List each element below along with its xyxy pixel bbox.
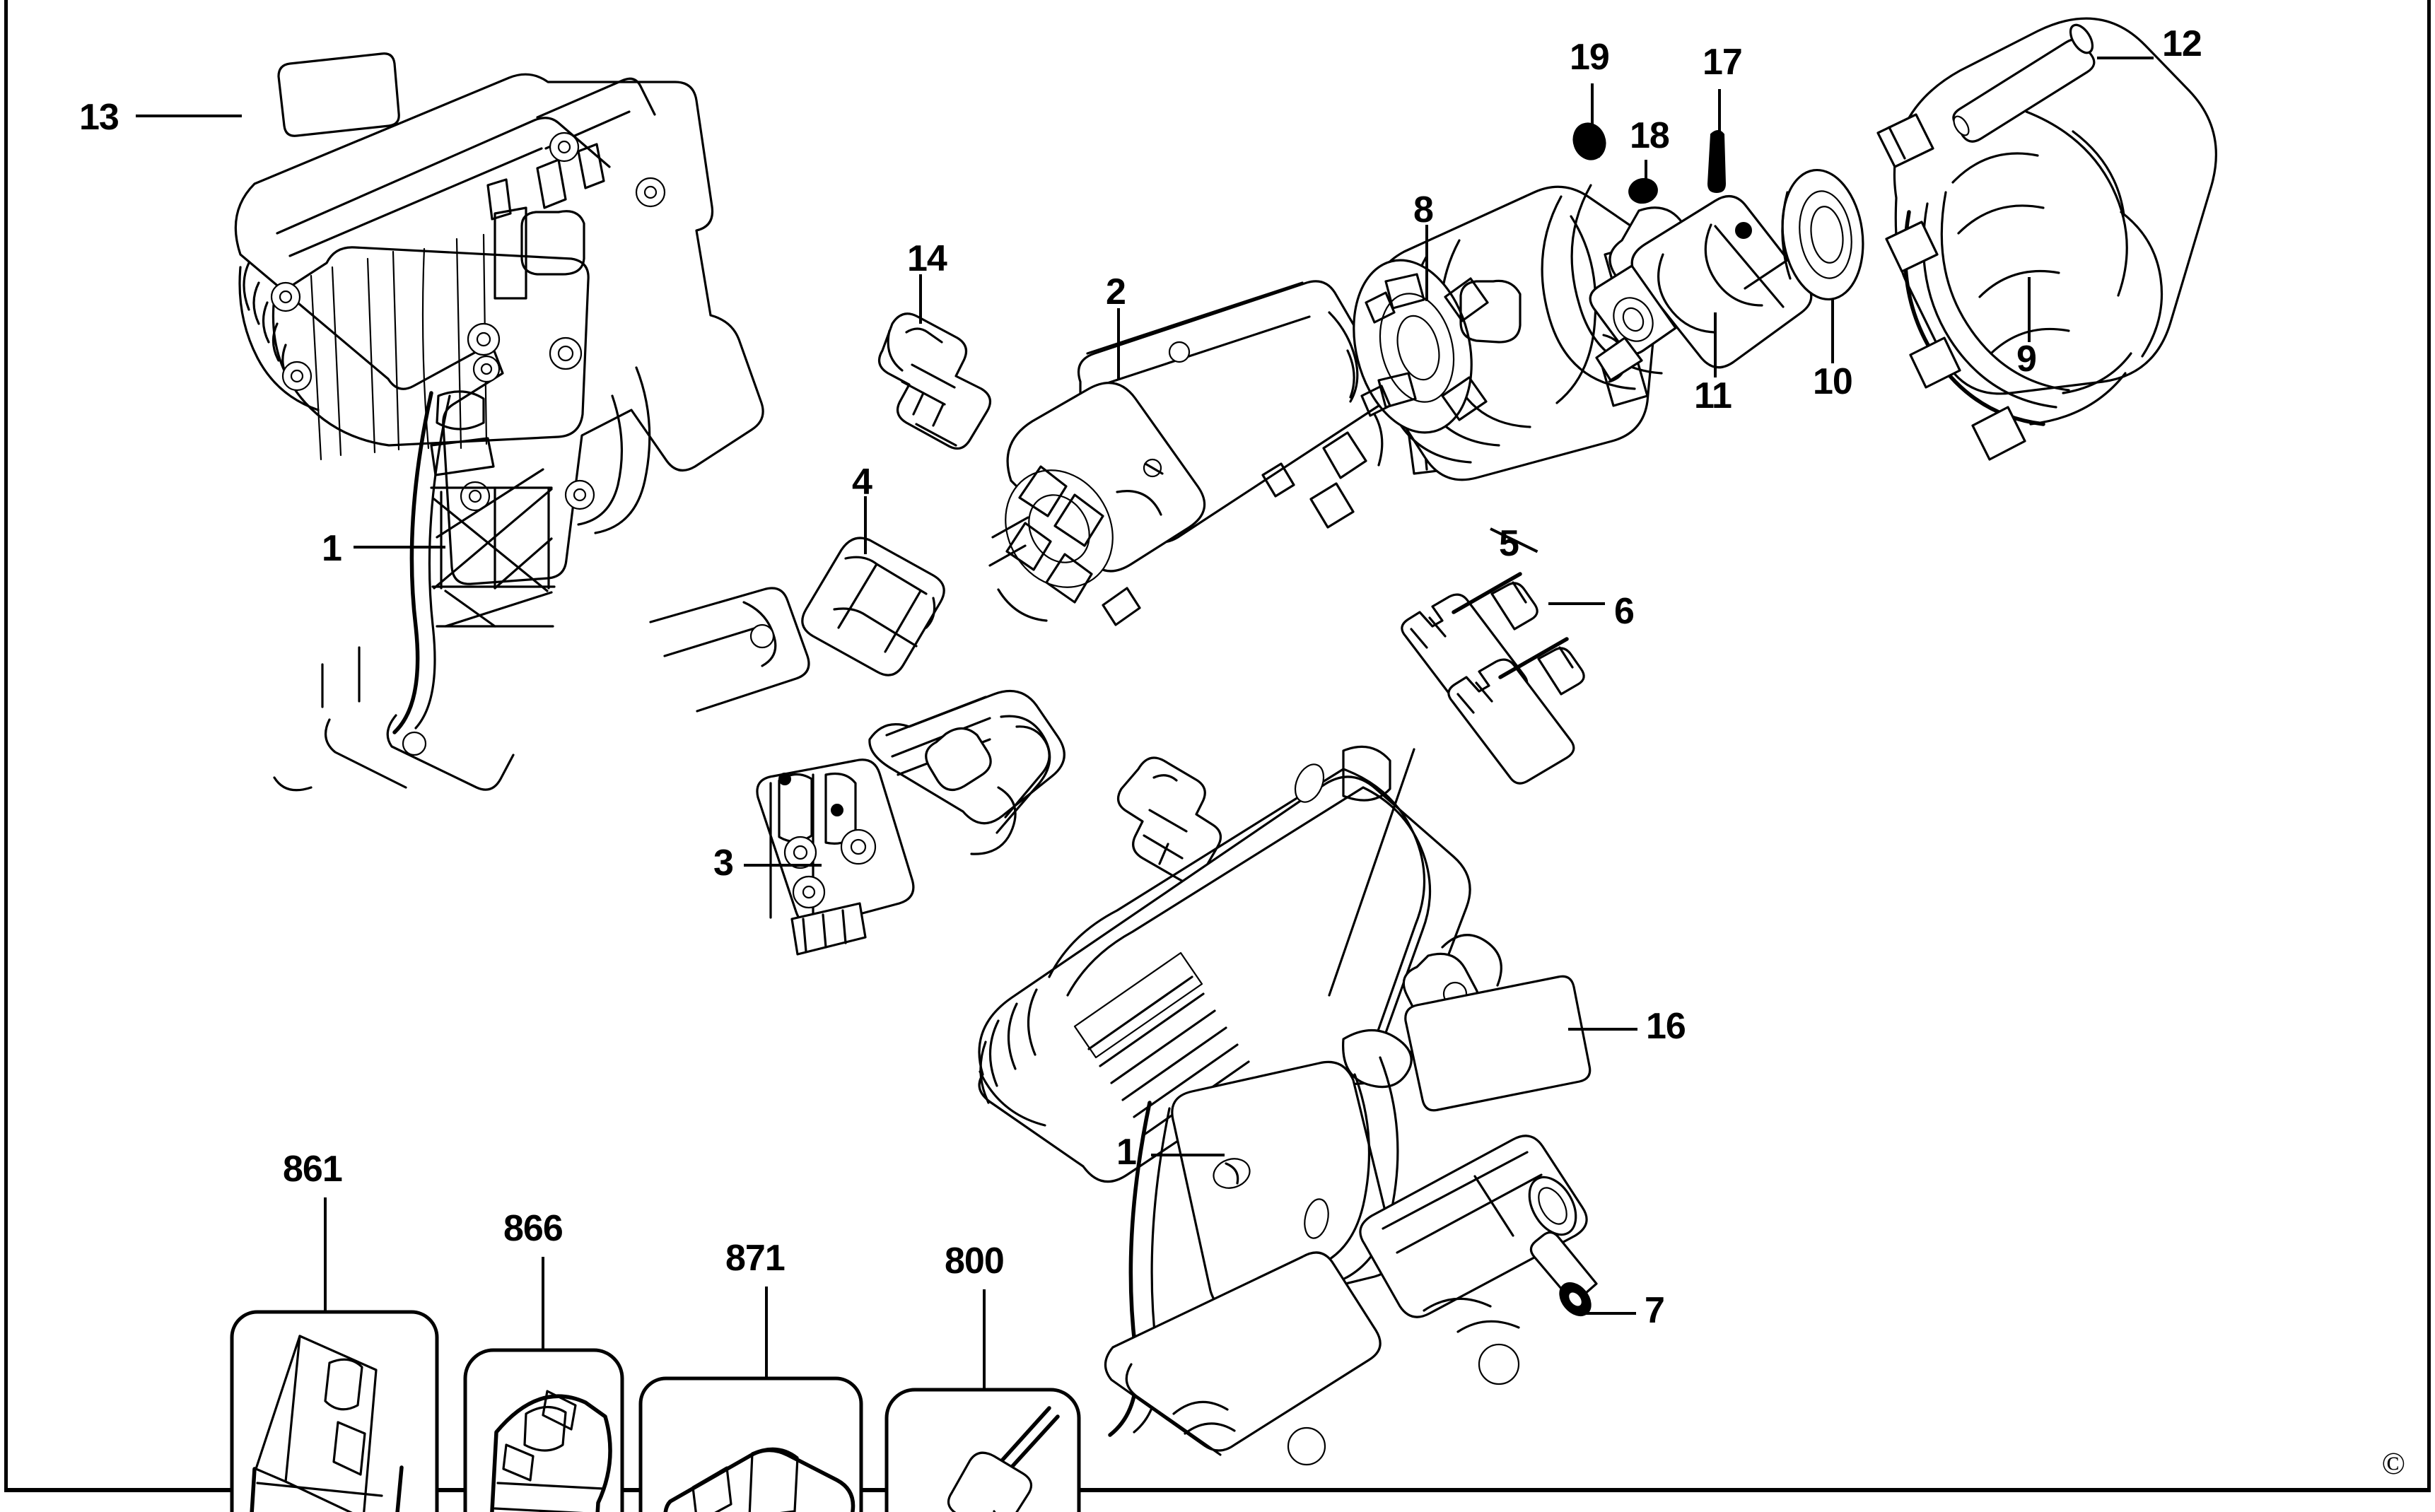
accessory-box-800	[887, 1390, 1079, 1512]
callout-10: 10	[1813, 361, 1853, 402]
leader-7	[1585, 1312, 1636, 1315]
callout-4: 4	[852, 462, 872, 503]
part-clamp-pin	[1951, 21, 2097, 141]
leader-10	[1831, 298, 1834, 363]
part-ball-bearing	[1627, 176, 1659, 206]
leader-2	[1117, 308, 1120, 379]
accessory-box-866	[465, 1350, 622, 1512]
callout-13: 13	[79, 97, 119, 138]
callout-18: 18	[1630, 115, 1670, 156]
callout-8: 8	[1413, 189, 1434, 230]
leader-4	[864, 496, 867, 554]
part-motor-boot-sleeve	[802, 538, 944, 675]
frame-border-left	[4, 0, 8, 1488]
accessory-battery-pack	[486, 1391, 610, 1512]
part-spring	[1568, 119, 1610, 164]
leader-16	[1568, 1028, 1637, 1031]
part-output-spindle	[1590, 197, 1811, 380]
callout-16: 16	[1646, 1006, 1686, 1047]
leader-14	[919, 274, 922, 324]
callout-2: 2	[1106, 271, 1126, 312]
accessory-box-871	[641, 1378, 861, 1512]
part-small-clip-detail	[1119, 758, 1221, 883]
leader-12	[2097, 57, 2154, 59]
accessory-carrying-case	[246, 1336, 402, 1512]
accessory-battery-charger	[665, 1448, 853, 1512]
callout-1b: 1	[1116, 1132, 1137, 1173]
callout-1a: 1	[322, 528, 342, 569]
part-switch-trigger-assembly	[757, 691, 1064, 954]
callout-6: 6	[1614, 591, 1635, 632]
accessory-box-861	[232, 1312, 437, 1512]
part-wire-lead-lower	[1449, 639, 1584, 783]
leader-3	[744, 864, 822, 867]
callout-9: 9	[2016, 339, 2037, 380]
leader-9	[2028, 277, 2031, 342]
leader-19	[1591, 83, 1594, 139]
part-housing-label-plate	[279, 54, 399, 136]
leader-1b	[1151, 1154, 1225, 1156]
callout-19: 19	[1570, 37, 1610, 78]
callout-866: 866	[503, 1208, 564, 1249]
callout-800: 800	[945, 1241, 1005, 1282]
frame-border-right	[2427, 0, 2431, 1488]
leader-6	[1548, 602, 1605, 605]
callout-3: 3	[713, 843, 734, 884]
leader-11	[1714, 312, 1717, 377]
part-brush-holder-clip	[880, 314, 991, 449]
copyright-mark: ©	[2381, 1446, 2405, 1481]
part-motor-assembly	[985, 281, 1484, 625]
frame-border-bottom	[4, 1488, 2431, 1492]
callout-11: 11	[1694, 375, 1732, 416]
leader-18	[1645, 160, 1647, 191]
part-screw	[1531, 1232, 1596, 1321]
part-washer	[1775, 165, 1871, 305]
part-housing-half-left	[235, 74, 809, 790]
leader-861	[324, 1197, 327, 1313]
part-nameplate-label	[1406, 976, 1590, 1110]
part-roll-pin	[1708, 131, 1725, 192]
callout-5: 5	[1499, 523, 1519, 564]
callout-7: 7	[1645, 1290, 1665, 1331]
part-housing-assembly	[979, 746, 1587, 1465]
leader-8	[1425, 225, 1428, 301]
callout-12: 12	[2162, 23, 2202, 64]
leader-1a	[354, 546, 445, 549]
accessory-screwdriver-bit	[897, 1408, 1058, 1512]
callout-871: 871	[725, 1238, 786, 1279]
leader-17	[1718, 89, 1721, 134]
leader-800	[983, 1289, 986, 1390]
leader-866	[542, 1257, 544, 1352]
callout-861: 861	[283, 1149, 343, 1190]
callout-17: 17	[1703, 42, 1743, 83]
leader-13	[136, 115, 242, 117]
callout-14: 14	[907, 238, 947, 279]
leader-871	[765, 1287, 768, 1378]
